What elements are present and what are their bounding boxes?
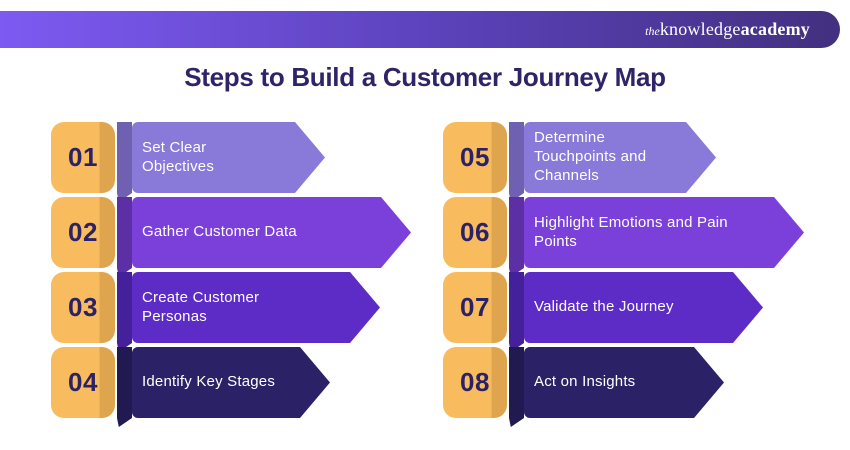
ribbon-fold <box>117 122 132 193</box>
step-number: 05 <box>460 142 490 172</box>
page-title: Steps to Build a Customer Journey Map <box>184 62 666 92</box>
ribbon-arrow: Create Customer Personas <box>132 272 380 343</box>
logo-the: the <box>645 24 660 38</box>
step-label: Gather Customer Data <box>142 223 297 241</box>
steps-column-left: 01 Set Clear Objectives 02 Gather Custom… <box>51 122 411 418</box>
step-item-04: 04 Identify Key Stages <box>51 347 411 418</box>
knowledge-academy-logo: theknowledgeacademy <box>645 19 810 40</box>
ribbon-arrow: Highlight Emotions and Pain Points <box>524 197 804 268</box>
ribbon-arrow: Gather Customer Data <box>132 197 411 268</box>
step-number-tab: 04 <box>51 347 115 418</box>
step-number-tab: 01 <box>51 122 115 193</box>
ribbon-fold <box>117 272 132 343</box>
ribbon-arrow: Set Clear Objectives <box>132 122 325 193</box>
step-ribbon: Determine Touchpoints and Channels <box>509 122 716 193</box>
ribbon-arrow: Determine Touchpoints and Channels <box>524 122 716 193</box>
step-ribbon: Create Customer Personas <box>117 272 380 343</box>
step-ribbon: Act on Insights <box>509 347 724 418</box>
step-ribbon: Identify Key Stages <box>117 347 330 418</box>
step-number: 08 <box>460 367 490 397</box>
step-number-tab: 06 <box>443 197 507 268</box>
step-label: Highlight Emotions and Pain Points <box>534 213 728 250</box>
step-label: Determine Touchpoints and Channels <box>534 129 647 184</box>
ribbon-fold <box>117 347 132 418</box>
step-item-05: 05 Determine Touchpoints and Channels <box>443 122 804 193</box>
step-ribbon: Set Clear Objectives <box>117 122 325 193</box>
ribbon-arrow: Identify Key Stages <box>132 347 330 418</box>
step-ribbon: Gather Customer Data <box>117 197 411 268</box>
step-label: Validate the Journey <box>534 298 674 316</box>
step-number-tab: 08 <box>443 347 507 418</box>
step-item-06: 06 Highlight Emotions and Pain Points <box>443 197 804 268</box>
logo-knowledge: knowledge <box>659 19 741 39</box>
step-item-02: 02 Gather Customer Data <box>51 197 411 268</box>
ribbon-fold <box>509 347 524 418</box>
steps-column-right: 05 Determine Touchpoints and Channels 06… <box>443 122 804 418</box>
step-number-tab: 05 <box>443 122 507 193</box>
ribbon-fold <box>509 272 524 343</box>
logo-academy: academy <box>740 19 810 39</box>
step-item-08: 08 Act on Insights <box>443 347 804 418</box>
step-ribbon: Validate the Journey <box>509 272 763 343</box>
step-label: Act on Insights <box>534 373 636 391</box>
step-item-01: 01 Set Clear Objectives <box>51 122 411 193</box>
brand-banner: theknowledgeacademy <box>0 11 840 48</box>
step-label: Identify Key Stages <box>142 373 276 391</box>
step-number: 07 <box>460 292 490 322</box>
step-label: Create Customer Personas <box>142 288 260 325</box>
step-ribbon: Highlight Emotions and Pain Points <box>509 197 804 268</box>
ribbon-fold <box>509 197 524 268</box>
step-number: 01 <box>68 142 98 172</box>
ribbon-arrow: Act on Insights <box>524 347 724 418</box>
step-number-tab: 03 <box>51 272 115 343</box>
step-number-tab: 02 <box>51 197 115 268</box>
step-number-tab: 07 <box>443 272 507 343</box>
step-label: Set Clear Objectives <box>142 138 215 175</box>
ribbon-arrow: Validate the Journey <box>524 272 763 343</box>
step-number: 03 <box>68 292 98 322</box>
ribbon-fold <box>117 197 132 268</box>
ribbon-fold <box>509 122 524 193</box>
step-item-03: 03 Create Customer Personas <box>51 272 411 343</box>
step-number: 06 <box>460 217 490 247</box>
step-number: 04 <box>68 367 98 397</box>
step-item-07: 07 Validate the Journey <box>443 272 804 343</box>
step-number: 02 <box>68 217 98 247</box>
